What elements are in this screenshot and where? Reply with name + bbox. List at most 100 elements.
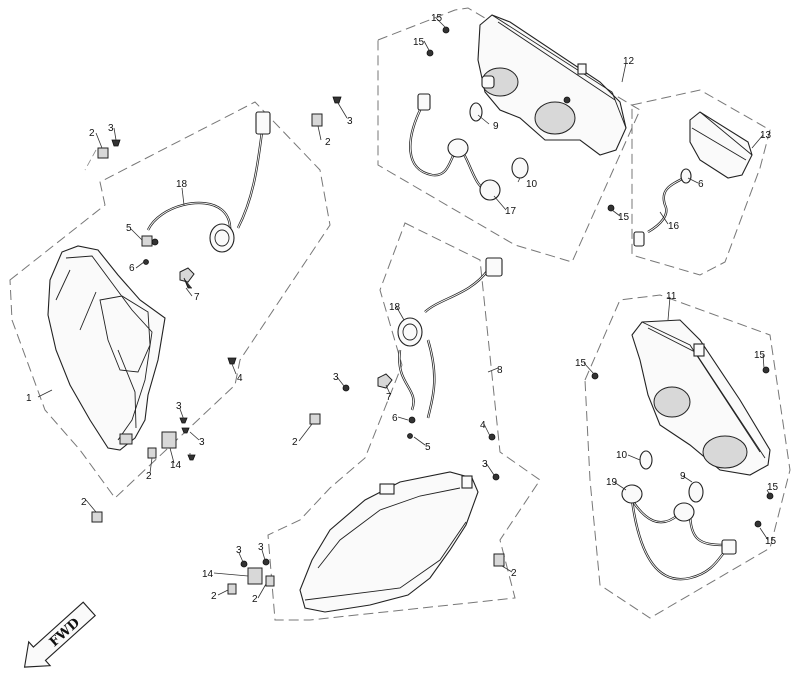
screw [492,473,500,481]
callout-label: 9 [680,471,686,482]
dashed-group-outlines [9,7,791,621]
screw [488,433,496,441]
screw [607,204,615,212]
bulb-socket [447,138,469,158]
callout-label: 13 [760,130,772,141]
callout-label: 1 [26,393,32,404]
harness-connector [255,111,271,135]
screw [179,417,188,424]
rear-light-bottom-assembly [591,319,774,581]
bulb-socket [673,502,695,522]
callout-label: 15 [767,482,779,493]
screw [762,366,770,374]
callout-label: 3 [258,542,264,553]
screw [262,558,270,566]
center-headlight-group-outline [267,222,541,621]
callout-label: 5 [126,223,132,234]
clip-nut [227,583,237,595]
screw [332,96,342,104]
bracket [161,431,177,449]
callout-label: 16 [668,221,680,232]
side-lamp-group-outline [631,89,771,276]
harness-connector [721,539,737,555]
fwd-arrow-icon [23,601,97,668]
callout-label: 2 [252,594,258,605]
screw [426,49,434,57]
rear-light-bottom-group-outline [584,294,791,619]
bulb [377,373,393,389]
clip-nut [265,575,275,587]
callout-label: 9 [493,121,499,132]
clip-nut [309,413,321,425]
rear-light-top-housing [477,14,627,156]
callout-label: 3 [333,372,339,383]
callout-label: 15 [431,13,443,24]
callout-label: 18 [176,179,188,190]
callout-label: 18 [389,302,401,313]
clip-nut [311,113,323,127]
harness-connector [417,93,431,111]
callout-label: 11 [666,291,677,302]
screw [187,454,196,461]
callout-label: 17 [505,206,517,217]
callout-label: 14 [170,460,182,471]
screw [407,433,413,439]
callout-label: 7 [386,392,392,403]
callout-label: 6 [698,179,704,190]
callout-label: 12 [623,56,635,67]
callout-label: 4 [480,420,486,431]
left-headlight-housing [47,245,166,451]
callout-label: 2 [511,568,517,579]
screw [143,259,149,265]
callout-label: 19 [606,477,618,488]
callout-label: 7 [194,292,200,303]
callout-label: 3 [199,437,205,448]
screw [227,357,237,365]
screw [591,372,599,380]
callout-label: 10 [616,450,628,461]
side-lamp-assembly [633,111,753,247]
bracket [247,567,263,585]
screw [766,492,774,500]
left-wire-harness [146,131,264,252]
rear-light-bottom-housing [631,319,771,476]
harness-connector [485,257,503,277]
callout-label: 15 [618,212,630,223]
rear-light-top-group-outline [377,7,641,263]
bulb [688,481,704,503]
callout-label: 10 [526,179,538,190]
clip-nut [97,147,109,159]
callout-label: 15 [754,350,766,361]
center-headlight-assembly [227,257,505,613]
callout-label: 2 [292,437,298,448]
leader-lines [37,17,771,599]
left-headlight-group-outline [9,101,331,499]
callout-label: 3 [482,459,488,470]
callout-label: 6 [392,413,398,424]
callout-label: 2 [81,497,87,508]
fwd-arrow: FWD [23,601,97,668]
callout-label: 2 [146,471,152,482]
callout-label: 2 [325,137,331,148]
bulb-socket [481,75,495,89]
screw [181,427,190,434]
callout-label: 15 [413,37,425,48]
screw [111,139,121,147]
callout-label: 14 [202,569,214,580]
rear-light-top-assembly [409,14,627,212]
callout-label: 2 [211,591,217,602]
callout-label: 2 [89,128,95,139]
screw [240,560,248,568]
screw [754,520,762,528]
clip-nut [493,553,505,567]
callout-label: 3 [176,401,182,412]
bulb-socket [479,179,501,201]
callout-label: 6 [129,263,135,274]
bulb-socket [397,317,423,347]
bulb-socket [209,223,235,253]
callout-label: 3 [347,116,353,127]
screw [151,238,159,246]
callout-label: 8 [497,365,503,376]
bulb [469,102,483,122]
